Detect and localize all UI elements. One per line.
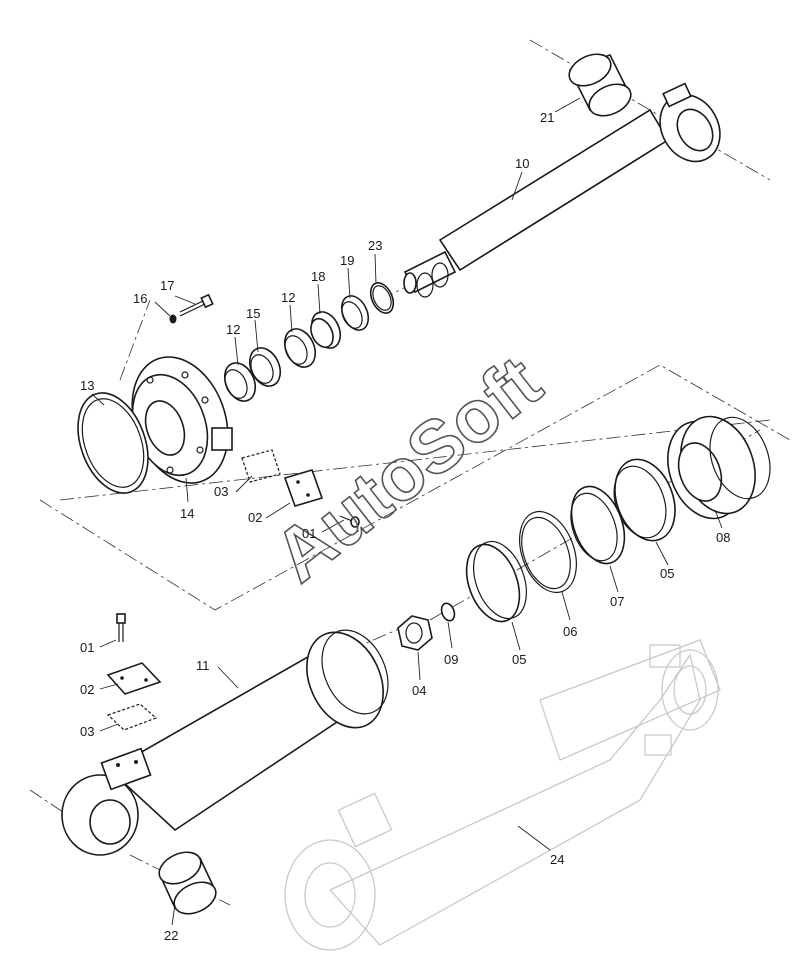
part-08-piston [667, 415, 771, 520]
part-15-ring [248, 347, 282, 387]
part-03-gasket-b [106, 703, 158, 731]
callout-01a: 01 [302, 526, 316, 541]
callout-12b: 12 [281, 290, 295, 305]
part-07-seal [570, 485, 626, 565]
callout-01b: 01 [80, 640, 94, 655]
callout-02a: 02 [248, 510, 262, 525]
part-14-gland-head [131, 356, 233, 484]
part-01-screw-b [116, 613, 126, 642]
callout-08: 08 [716, 530, 730, 545]
callout-06: 06 [563, 624, 577, 639]
callout-03b: 03 [80, 724, 94, 739]
part-01-screw-a [339, 515, 360, 528]
callout-11: 11 [196, 658, 210, 673]
part-03-gasket-a [241, 449, 281, 483]
part-21-bushing [568, 53, 632, 117]
callout-22: 22 [164, 928, 178, 943]
callout-17: 17 [160, 278, 174, 293]
part-16-washer [169, 314, 177, 324]
part-22-bushing [158, 851, 217, 915]
part-18-seal [310, 311, 342, 349]
callout-02b: 02 [80, 682, 94, 697]
leader-lines [91, 97, 723, 926]
part-12-ring-a [223, 362, 257, 402]
callout-05b: 05 [512, 652, 526, 667]
part-02-plate-b [106, 662, 162, 695]
callout-07: 07 [610, 594, 624, 609]
callout-12a: 12 [226, 322, 240, 337]
callout-labels: 21 10 23 19 18 17 16 12 15 12 13 14 03 0… [80, 110, 730, 943]
part-04-nut [397, 615, 433, 651]
callout-15: 15 [246, 306, 260, 321]
part-19-seal [340, 295, 370, 331]
autosoft-watermark: AutoSoft [258, 339, 557, 598]
part-02-plate-a [283, 469, 324, 507]
callout-09: 09 [444, 652, 458, 667]
callout-23: 23 [368, 238, 382, 253]
part-13-ring [77, 392, 149, 494]
callout-18: 18 [311, 269, 325, 284]
callout-19: 19 [340, 253, 354, 268]
part-05-ring-a [613, 458, 676, 542]
callout-03a: 03 [214, 484, 228, 499]
callout-13: 13 [80, 378, 94, 393]
callout-05a: 05 [660, 566, 674, 581]
callout-04: 04 [412, 683, 426, 698]
part-10-piston-rod [403, 82, 721, 298]
callout-14: 14 [180, 506, 194, 521]
part-06-wear-ring [519, 510, 577, 594]
part-05-ring-b [465, 540, 527, 623]
part-09-o-ring [440, 602, 456, 622]
callout-10: 10 [515, 156, 529, 171]
svg-text:AutoSoft: AutoSoft [259, 340, 556, 598]
ghost-cylinder-24 [284, 639, 721, 951]
callout-16: 16 [133, 291, 147, 306]
part-17-bolt [179, 293, 214, 317]
callout-24: 24 [550, 852, 564, 867]
callout-21: 21 [540, 110, 554, 125]
part-11-cylinder-barrel [61, 629, 389, 856]
part-23-o-ring [369, 282, 395, 314]
